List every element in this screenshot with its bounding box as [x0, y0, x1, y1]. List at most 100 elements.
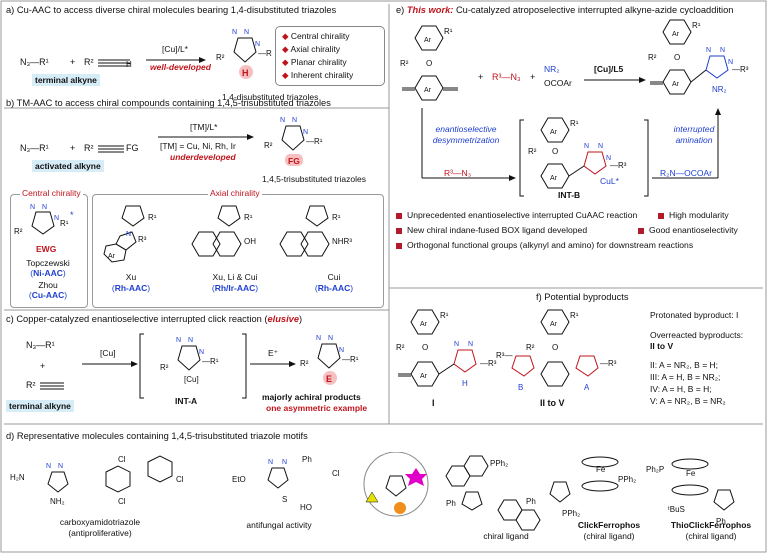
svg-text:R¹: R¹ — [244, 213, 253, 222]
svg-text:R²: R² — [526, 343, 535, 352]
example-method: (Rh-AAC) — [314, 283, 354, 293]
svg-text:R²: R² — [396, 343, 405, 352]
panel-e-step1-reagent: R³—N₃ — [444, 168, 472, 178]
svg-text:A: A — [584, 383, 590, 392]
panel-e-plus-2: + — [530, 72, 536, 82]
svg-text:Ph: Ph — [526, 497, 536, 506]
panel-c-plus: + — [40, 361, 46, 371]
svg-text:S: S — [282, 495, 287, 504]
molecule-label: antifungal activity — [246, 520, 312, 530]
molecule-sublabel: (chiral ligand) — [583, 531, 635, 541]
bullet-item: New chiral indane-fused BOX ligand devel… — [396, 225, 587, 235]
svg-text:—R¹: —R¹ — [258, 49, 272, 58]
svg-text:N: N — [316, 335, 321, 342]
svg-text:N: N — [58, 463, 63, 470]
svg-text:R³: R³ — [138, 235, 147, 244]
panel-f-title: f) Potential byproducts — [536, 292, 629, 302]
svg-text:Ar: Ar — [550, 175, 558, 182]
svg-text:N: N — [126, 231, 131, 238]
svg-text:H: H — [242, 68, 249, 78]
panel-b-fg: FG — [126, 143, 139, 153]
svg-text:—R³: —R³ — [732, 65, 749, 74]
svg-text:N: N — [232, 29, 237, 36]
panel-e-step2: interrupted amination — [673, 124, 715, 145]
svg-text:EtO: EtO — [232, 475, 246, 484]
panel-c-intermediate: INT-A — [175, 396, 198, 406]
panel-c-azide: N₃—R¹ — [26, 340, 55, 350]
svg-text:N: N — [176, 337, 181, 344]
example-name: Xu — [125, 272, 137, 282]
svg-text:R²: R² — [528, 147, 537, 156]
svg-text:Ar: Ar — [550, 129, 558, 136]
panel-a-product-label: 1,4-disubstituted triazoles — [222, 92, 319, 102]
svg-text:N: N — [454, 341, 459, 348]
panel-e-step1: enantioselective desymmetrization — [432, 124, 500, 145]
example-name: Cui — [327, 272, 341, 282]
panel-a-plus: + — [70, 57, 76, 67]
bullet-item: High modularity — [658, 210, 729, 220]
svg-text:Ar: Ar — [424, 87, 432, 94]
axial-chirality-structures: R¹ R³ Ar N R¹ OH R¹ NHR³ — [103, 205, 352, 263]
svg-text:Ar: Ar — [424, 37, 432, 44]
svg-text:H: H — [126, 60, 132, 69]
panel-e-intermediate: INT-B — [558, 190, 581, 200]
panel-f-overreacted-range: II to V — [650, 341, 674, 351]
panel-b-status: underdeveloped — [170, 152, 236, 162]
svg-text:N: N — [728, 59, 733, 66]
panel-d-title: d) Representative molecules containing 1… — [6, 431, 308, 441]
panel-a-alkyne-r2: R² — [84, 57, 94, 67]
panel-c-catalyst: [Cu] — [100, 348, 116, 358]
svg-text:N: N — [244, 29, 249, 36]
svg-text:—R³: —R³ — [610, 161, 627, 170]
svg-text:OH: OH — [244, 237, 256, 246]
panel-e-azide: R³—N₃ — [492, 72, 521, 82]
central-chirality-title: Central chirality — [20, 188, 83, 198]
panel-b-product-label: 1,4,5-trisubstituted triazoles — [262, 174, 366, 184]
panel-a-catalyst: [Cu]/L* — [162, 44, 188, 54]
svg-text:H₂N: H₂N — [10, 473, 25, 482]
svg-text:B: B — [518, 383, 523, 392]
panel-f-def: II: A = NR₂, B = H; — [650, 360, 719, 370]
panel-e-arrow — [584, 77, 646, 83]
svg-text:N: N — [188, 337, 193, 344]
svg-text:PPh₂: PPh₂ — [490, 459, 508, 468]
panel-c-electrophile: E⁺ — [268, 348, 279, 358]
panel-e-substrate: Ar R¹ R² O Ar — [400, 25, 458, 101]
example-name: Xu, Li & Cui — [212, 272, 258, 282]
example-name: Zhou — [38, 280, 58, 290]
chirality-item: ◆ Inherent chirality — [282, 70, 354, 80]
svg-text:E: E — [326, 374, 332, 384]
panel-f-def: V: A = NR₂, B = NR₂ — [650, 396, 726, 406]
svg-text:Ar: Ar — [420, 373, 428, 380]
svg-text:R³—: R³— — [496, 351, 512, 360]
svg-text:Ar: Ar — [550, 321, 558, 328]
panel-f-label-1: I — [432, 398, 435, 408]
molecule-label: ClickFerrophos — [577, 520, 641, 530]
panel-c-result-1: majorly achiral products — [262, 392, 361, 402]
molecule-label: ThioClickFerrophos — [670, 520, 752, 530]
svg-text:N: N — [268, 459, 273, 466]
svg-text:R²: R² — [14, 227, 23, 236]
chirality-item: ◆ Central chirality — [282, 31, 350, 41]
panel-b-fg-product: FG — [288, 156, 300, 166]
svg-text:O: O — [426, 59, 432, 68]
svg-text:Ar: Ar — [108, 253, 116, 260]
svg-text:*: * — [70, 210, 74, 220]
bullet-item: Unprecedented enantioselective interrupt… — [396, 210, 637, 220]
panel-f-overreacted: Overreacted byproducts: — [650, 330, 744, 340]
svg-text:R²: R² — [160, 363, 169, 372]
central-chirality-ewg: EWG — [36, 244, 57, 254]
molecule-label: carboxyamidotriazole — [59, 517, 141, 527]
panel-b-plus: + — [70, 143, 76, 153]
molecule-sublabel: (antiproliferative) — [68, 528, 132, 538]
svg-text:Ph₂P: Ph₂P — [646, 465, 664, 474]
panel-c-result-2: one asymmetric example — [266, 403, 368, 413]
example-name: Topczewski — [26, 258, 70, 268]
chirality-list: ◆ Central chirality ◆ Axial chirality ◆ … — [282, 30, 353, 82]
svg-text:NHR³: NHR³ — [332, 237, 352, 246]
panel-c-arrow-2 — [250, 361, 296, 367]
svg-text:N: N — [606, 155, 611, 162]
